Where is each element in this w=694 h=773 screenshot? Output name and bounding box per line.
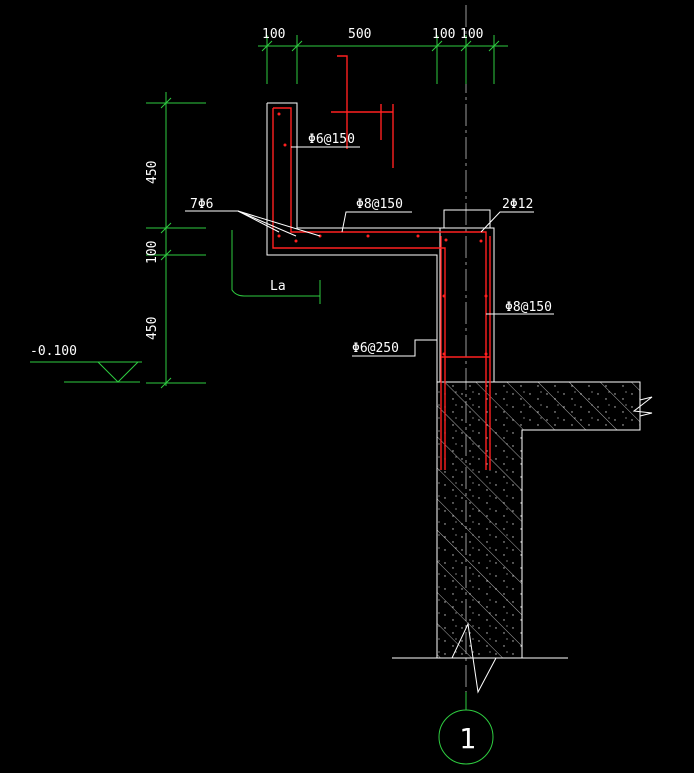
label-beam-side-bars: Φ6@250 bbox=[352, 341, 399, 356]
label-bottom-bars: 7Φ6 bbox=[190, 197, 213, 212]
concrete-outline bbox=[266, 102, 495, 383]
rebar-dots bbox=[277, 112, 488, 356]
left-dim-3: 450 bbox=[145, 317, 160, 340]
top-dim-2: 500 bbox=[348, 27, 371, 42]
left-dim-1: 450 bbox=[145, 161, 160, 184]
top-dim-4: 100 bbox=[460, 27, 483, 42]
left-dimension bbox=[146, 92, 206, 389]
level-mark-text: -0.100 bbox=[30, 344, 77, 359]
label-slab-bars: Φ8@150 bbox=[356, 197, 403, 212]
top-dim-3: 100 bbox=[432, 27, 455, 42]
top-dim-1: 100 bbox=[262, 27, 285, 42]
axis-bubble: 1 bbox=[438, 692, 494, 765]
annotation-leaders bbox=[185, 146, 554, 357]
level-mark bbox=[30, 361, 142, 383]
axis-number: 1 bbox=[459, 722, 476, 755]
label-upper-stirrup: Φ6@150 bbox=[308, 132, 355, 147]
anchor-length-label: La bbox=[270, 279, 286, 294]
label-beam-top-bars: 2Φ12 bbox=[502, 197, 533, 212]
foundation-section bbox=[392, 381, 653, 694]
label-beam-stirrup: Φ8@150 bbox=[505, 300, 552, 315]
left-dim-2: 100 bbox=[145, 241, 160, 264]
rebar bbox=[272, 55, 491, 470]
anchor-length-dim bbox=[231, 230, 321, 304]
top-dimension bbox=[258, 35, 508, 84]
